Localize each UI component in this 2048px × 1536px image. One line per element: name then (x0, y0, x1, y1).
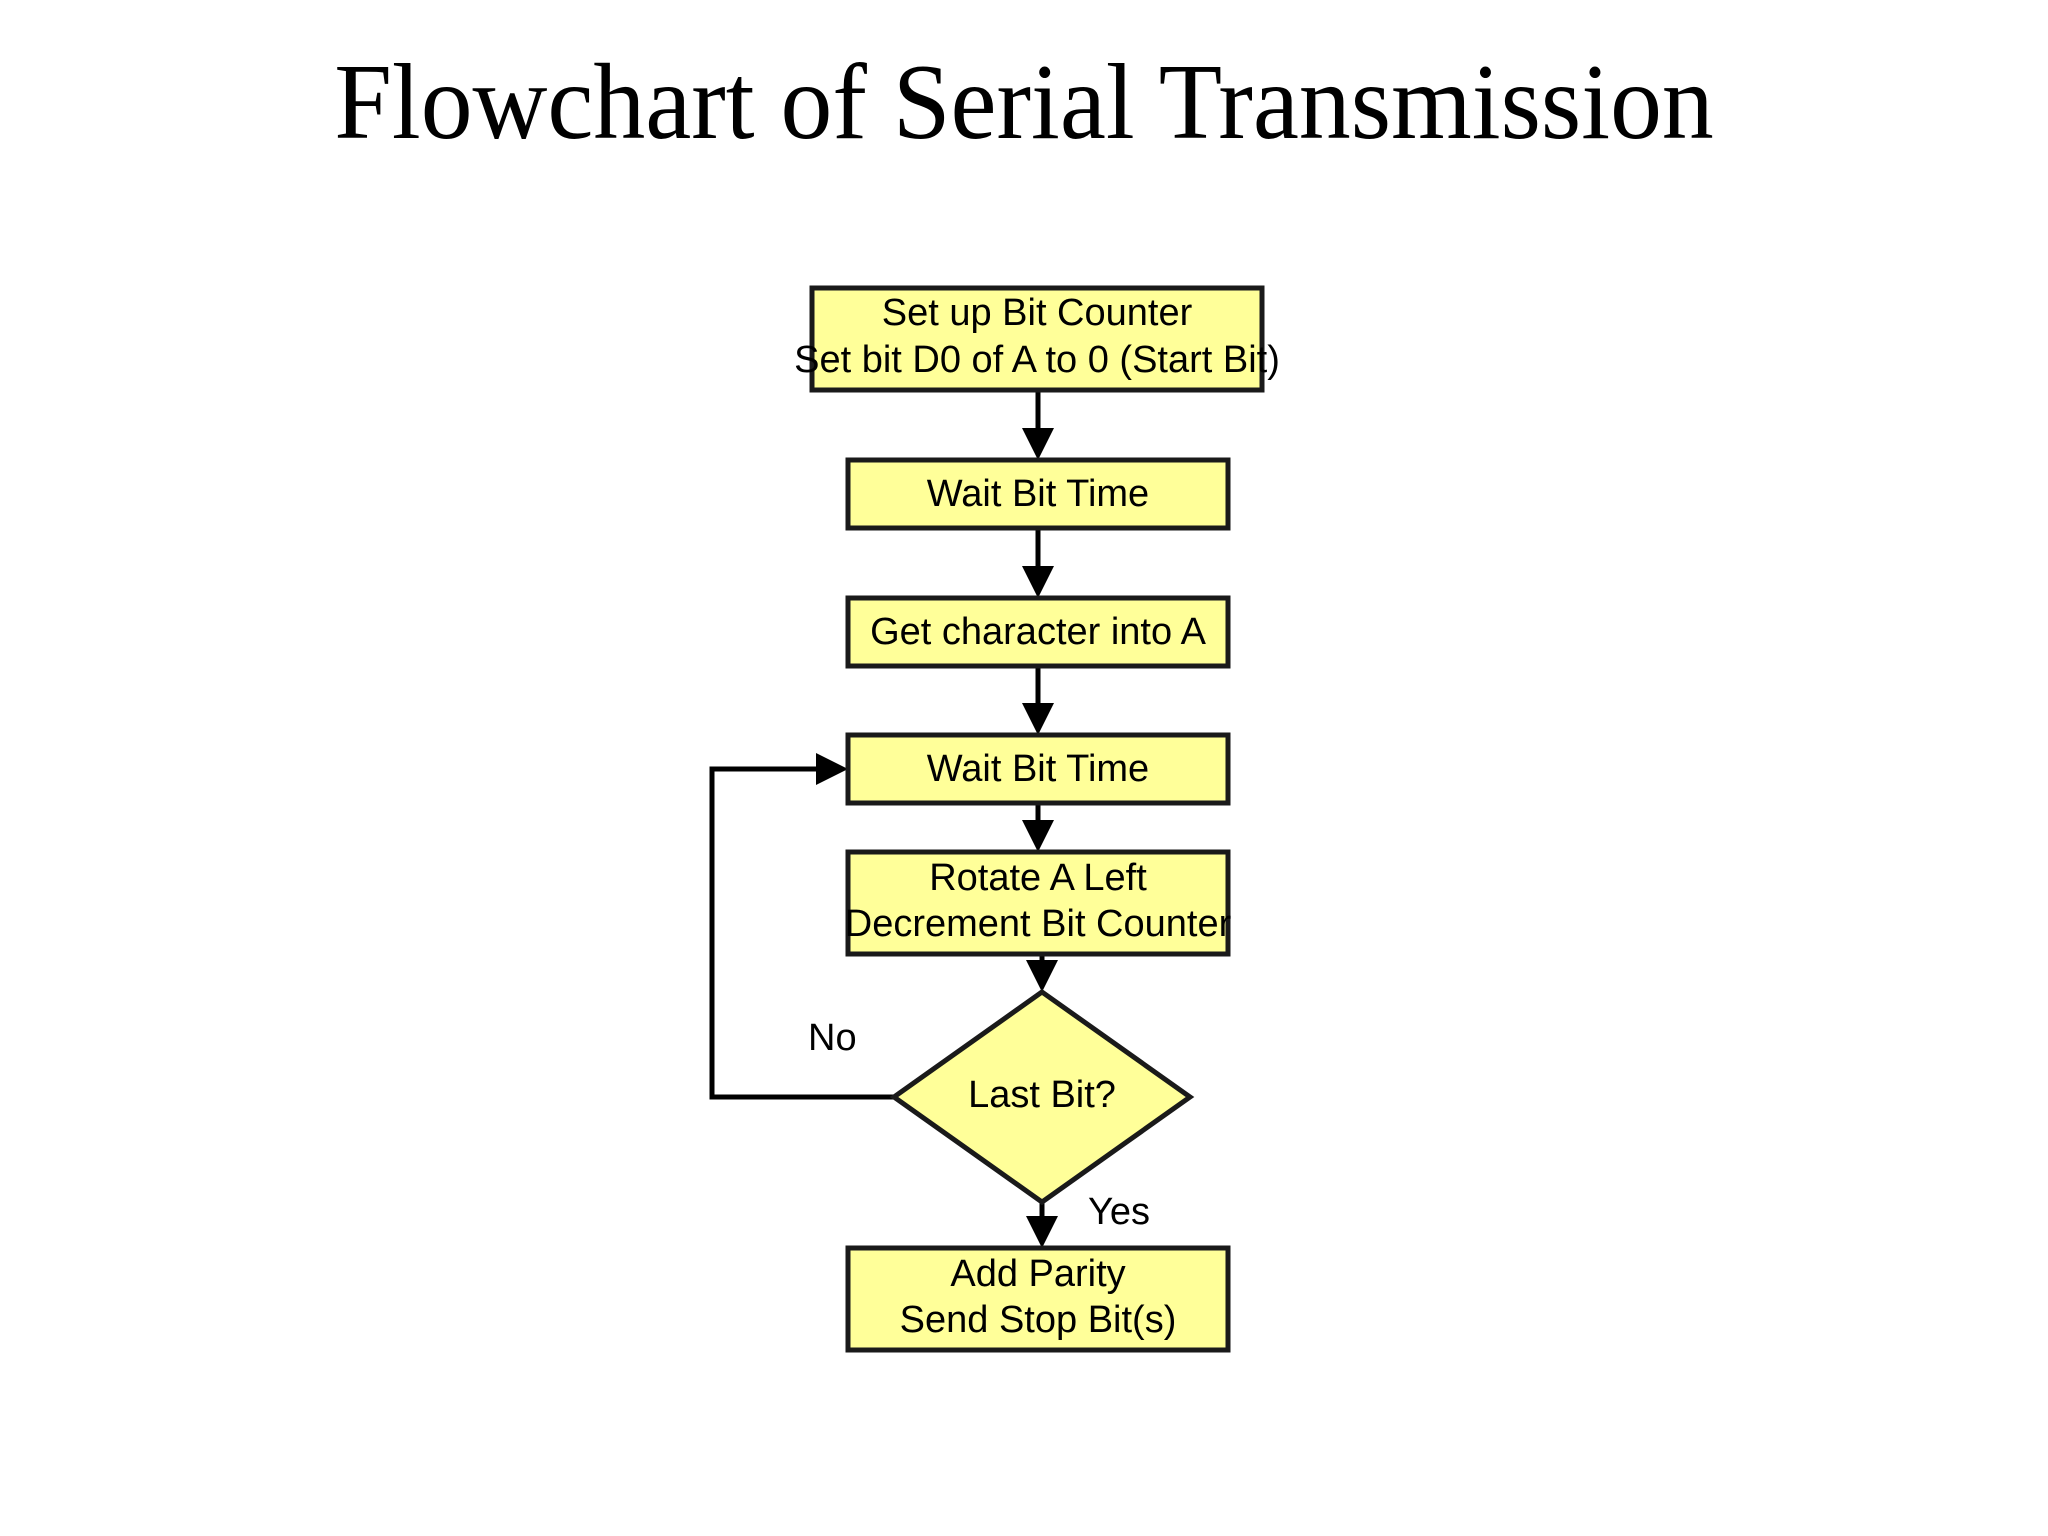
node-setup-bit-counter[interactable]: Set up Bit Counter Set bit D0 of A to 0 … (794, 285, 1280, 393)
node-add-parity-send-stop[interactable]: Add Parity Send Stop Bit(s) (845, 1245, 1231, 1353)
node-add-parity-send-stop-line2: Send Stop Bit(s) (900, 1299, 1177, 1341)
node-get-character-into-a[interactable]: Get character into A (845, 595, 1231, 669)
node-get-character-into-a-label: Get character into A (870, 611, 1206, 653)
edge-wait1-to-getchar (1022, 528, 1054, 598)
node-setup-bit-counter-line2: Set bit D0 of A to 0 (Start Bit) (794, 339, 1280, 381)
edge-lastbit-yes (1026, 1202, 1058, 1248)
page-title: Flowchart of Serial Transmission (334, 43, 1714, 162)
edge-setup-to-wait1 (1022, 390, 1054, 460)
node-wait-bit-time-1-label: Wait Bit Time (927, 473, 1149, 515)
node-wait-bit-time-2[interactable]: Wait Bit Time (845, 732, 1231, 806)
node-last-bit-decision[interactable]: Last Bit? (889, 988, 1195, 1206)
node-last-bit-decision-label: Last Bit? (968, 1074, 1116, 1116)
node-wait-bit-time-2-label: Wait Bit Time (927, 748, 1149, 790)
node-rotate-decrement-line1: Rotate A Left (929, 857, 1147, 899)
edge-rotate-to-lastbit (1026, 954, 1058, 992)
edge-wait2-to-rotate (1022, 803, 1054, 852)
node-rotate-decrement[interactable]: Rotate A Left Decrement Bit Counter (845, 849, 1232, 957)
node-add-parity-send-stop-line1: Add Parity (950, 1253, 1125, 1295)
edge-lastbit-no-loop (709, 753, 894, 1100)
node-wait-bit-time-1[interactable]: Wait Bit Time (845, 457, 1231, 531)
node-rotate-decrement-line2: Decrement Bit Counter (845, 903, 1232, 945)
edge-label-no: No (808, 1017, 857, 1059)
node-setup-bit-counter-line1: Set up Bit Counter (882, 292, 1193, 334)
edge-label-yes: Yes (1088, 1191, 1150, 1233)
edge-getchar-to-wait2 (1022, 666, 1054, 735)
